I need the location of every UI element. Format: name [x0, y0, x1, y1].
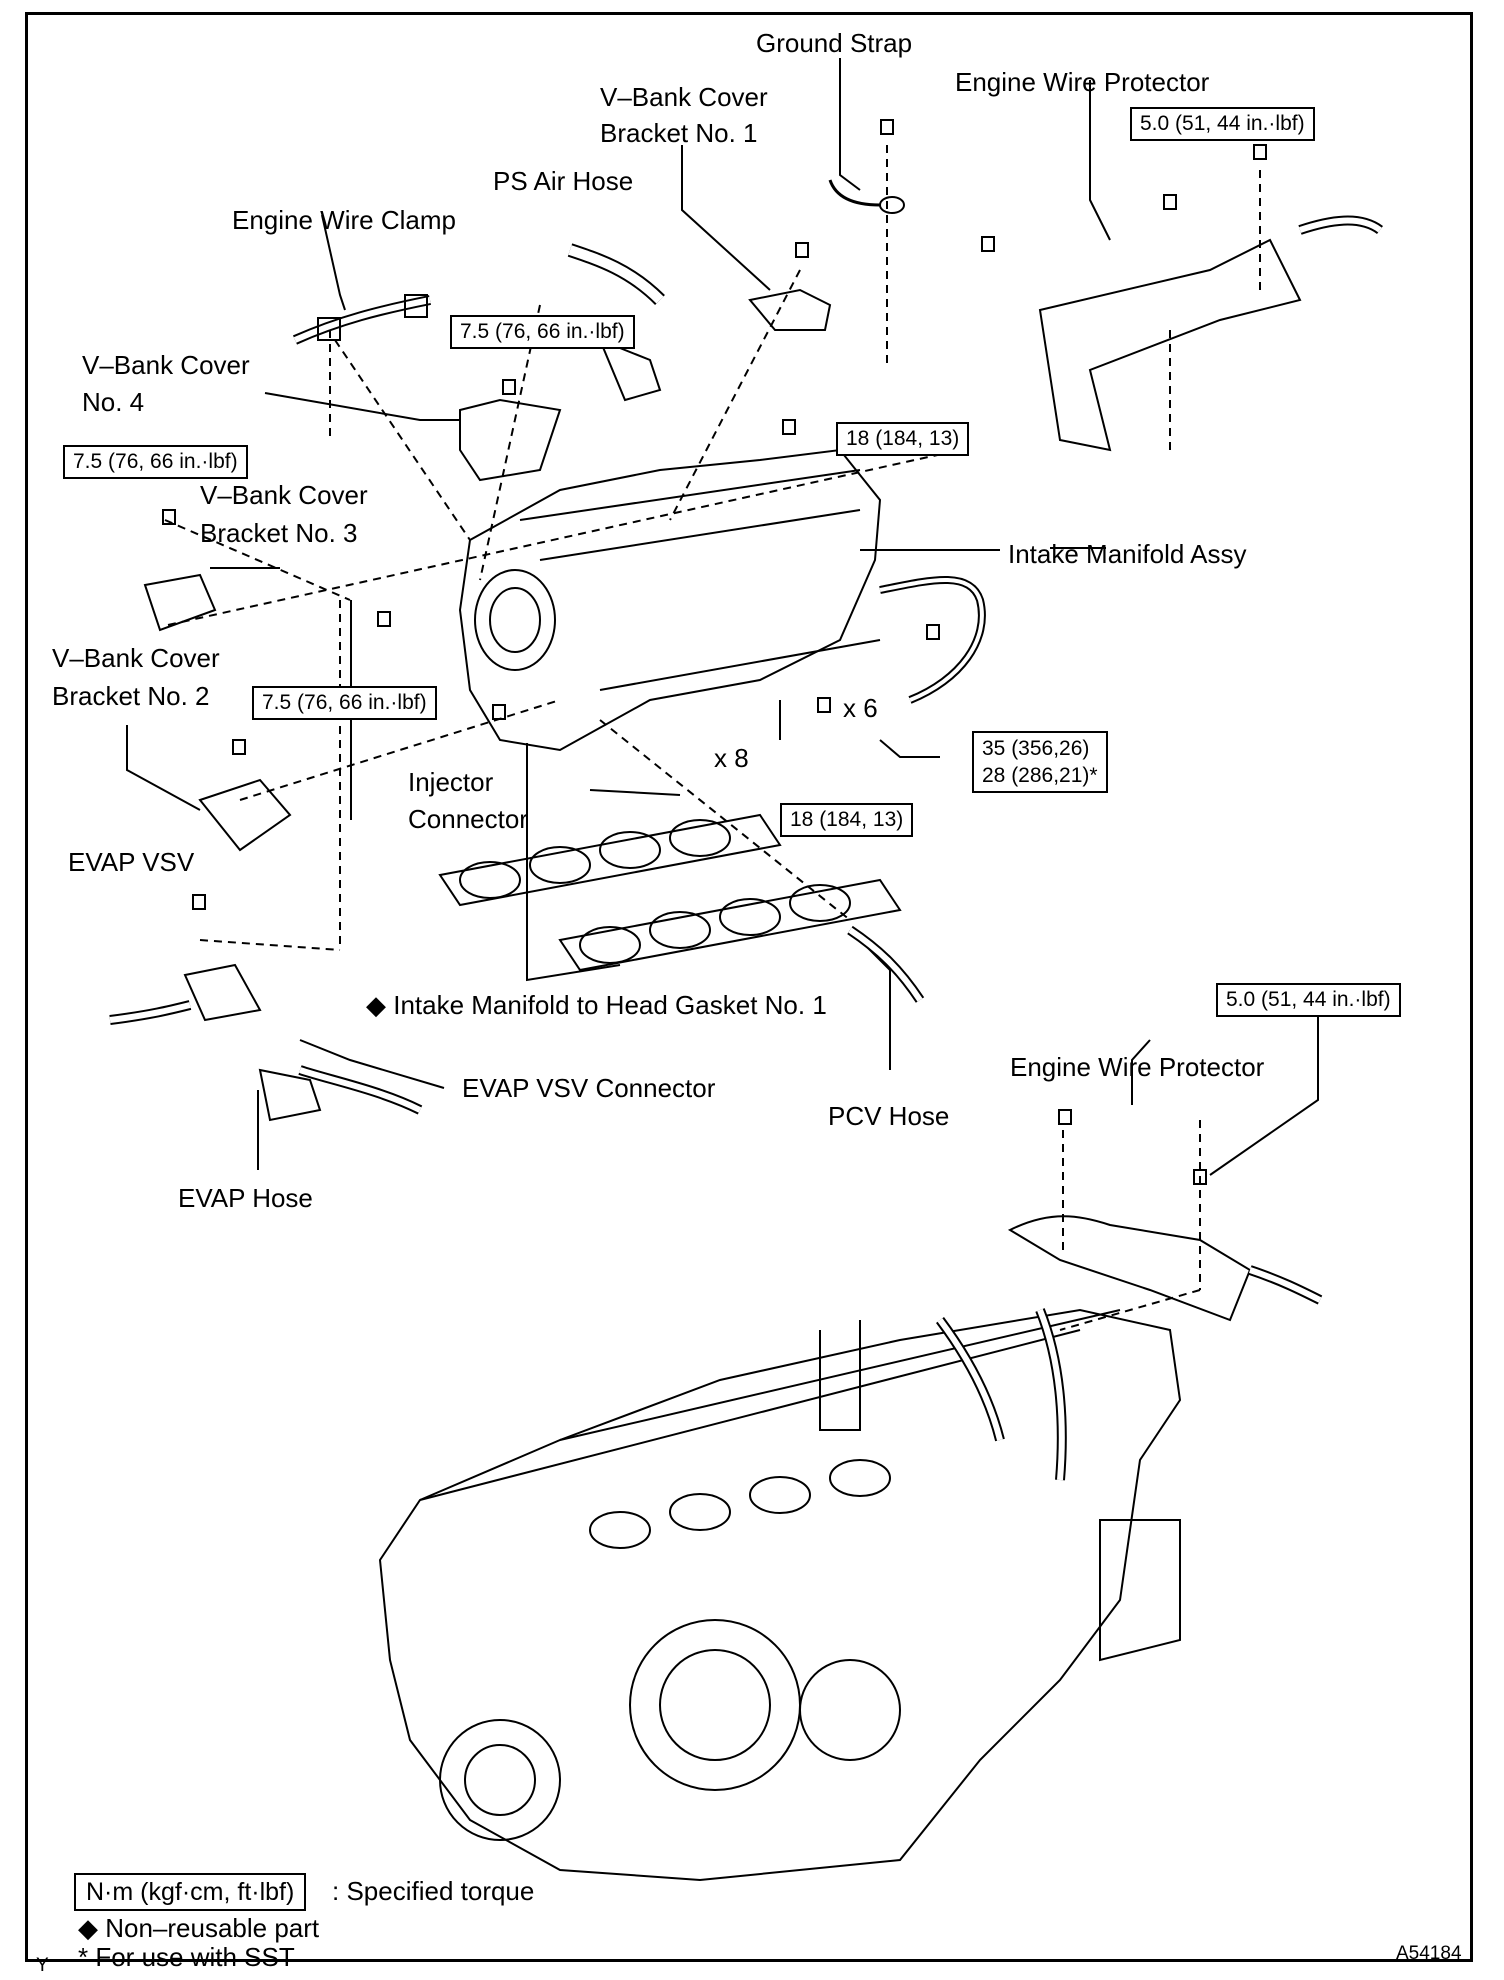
pcv-hose — [847, 925, 925, 1003]
label-ps-air-hose: PS Air Hose — [493, 166, 634, 196]
label-engine-wire-protector-top: Engine Wire Protector — [955, 67, 1210, 97]
torque-box-18-bottom: 18 (184, 13) — [780, 803, 914, 837]
label-pcv-hose: PCV Hose — [828, 1101, 950, 1131]
vbank-bracket-2 — [198, 778, 292, 852]
corner-mark: Y — [36, 1955, 49, 1976]
label-evap-vsv: EVAP VSV — [68, 847, 195, 877]
label-ground-strap: Ground Strap — [756, 28, 913, 58]
ps-air-hose — [567, 243, 665, 402]
torque-35-line2: 28 (286,21)* — [982, 764, 1098, 787]
label-vbank-bracket-3-line2: Bracket No. 3 — [200, 518, 358, 548]
ground-strap — [828, 179, 905, 214]
torque-box-18-top: 18 (184, 13) — [836, 422, 970, 456]
label-evap-vsv-connector: EVAP VSV Connector — [462, 1073, 716, 1103]
label-injector-connector-line1: Injector — [408, 767, 494, 797]
engine-wire-clamp — [292, 294, 431, 345]
vbank-bracket-1 — [748, 288, 832, 331]
torque-box-5-0-top: 5.0 (51, 44 in.·lbf) — [1130, 107, 1315, 141]
torque-box-7-5-left: 7.5 (76, 66 in.·lbf) — [63, 445, 248, 479]
engine-block — [378, 1308, 1182, 1882]
alignment-lines — [164, 145, 1261, 1331]
label-engine-wire-clamp: Engine Wire Clamp — [232, 205, 456, 235]
vbank-cover-4 — [459, 398, 562, 482]
legend-non-reusable: ◆ Non–reusable part — [78, 1913, 320, 1943]
leader-lines — [126, 58, 1319, 1176]
label-x8: x 8 — [714, 743, 749, 773]
label-vbank-cover-4-line1: V–Bank Cover — [82, 350, 250, 380]
label-injector-connector-line2: Connector — [408, 804, 528, 834]
torque-box-7-5-bracket2: 7.5 (76, 66 in.·lbf) — [252, 686, 437, 720]
intake-manifold-gaskets — [438, 813, 902, 972]
torque-35-line1: 35 (356,26) — [982, 737, 1090, 760]
engine-wire-protector-bottom — [1007, 1215, 1323, 1322]
evap-hose — [109, 1000, 423, 1122]
legend-unit-box: N·m (kgf·cm, ft·lbf) — [74, 1873, 307, 1911]
label-gasket: ◆ Intake Manifold to Head Gasket No. 1 — [366, 990, 827, 1020]
label-vbank-bracket-2-line2: Bracket No. 2 — [52, 681, 210, 711]
label-vbank-bracket-1-line1: V–Bank Cover — [600, 82, 768, 112]
torque-box-35: 35 (356,26) 28 (286,21)* — [972, 731, 1108, 793]
label-vbank-bracket-3-line1: V–Bank Cover — [200, 480, 368, 510]
label-x6: x 6 — [843, 693, 878, 723]
bolts — [162, 119, 1267, 1185]
label-vbank-bracket-2-line1: V–Bank Cover — [52, 643, 220, 673]
figure-frame — [25, 12, 1473, 1962]
figure-code: A54184 — [1396, 1943, 1462, 1964]
torque-box-7-5-center: 7.5 (76, 66 in.·lbf) — [450, 315, 635, 349]
legend-specified-torque: : Specified torque — [332, 1876, 535, 1906]
vbank-bracket-3 — [143, 573, 217, 632]
label-engine-wire-protector-bottom: Engine Wire Protector — [1010, 1052, 1265, 1082]
engine-wire-protector-top — [1038, 215, 1383, 452]
label-vbank-cover-4-line2: No. 4 — [82, 387, 145, 417]
intake-manifold-assy — [458, 448, 986, 752]
label-intake-manifold-assy: Intake Manifold Assy — [1008, 539, 1247, 569]
legend-sst: * For use with SST — [78, 1942, 295, 1972]
torque-box-5-0-bottom: 5.0 (51, 44 in.·lbf) — [1216, 983, 1401, 1017]
label-vbank-bracket-1-line2: Bracket No. 1 — [600, 118, 758, 148]
evap-vsv — [183, 963, 262, 1022]
label-evap-hose: EVAP Hose — [178, 1183, 313, 1213]
